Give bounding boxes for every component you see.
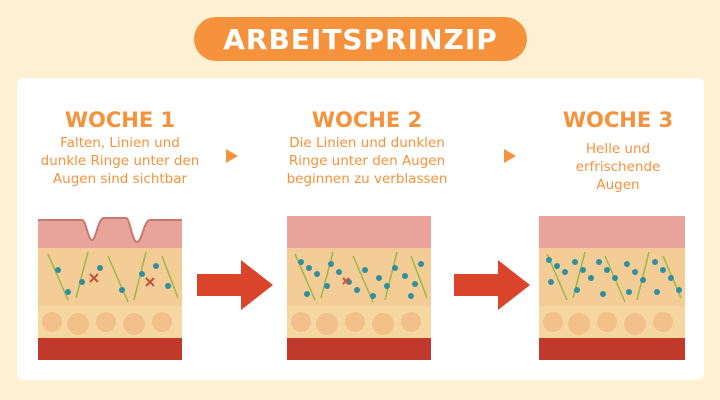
triangle-right-icon — [504, 149, 516, 163]
page-title: ARBEITSPRINZIP — [223, 22, 498, 56]
step-1-week: WOCHE 1 — [64, 108, 176, 132]
step-3: WOCHE 3 Helle und erfrischende Augen — [518, 108, 718, 194]
red-arrow-icon — [454, 260, 530, 310]
steps-card: WOCHE 1 Falten, Linien und dunkle Ringe … — [17, 78, 704, 380]
step-2-description: Die Linien und dunklen Ringe unter den A… — [286, 135, 448, 187]
red-arrow-icon — [197, 260, 273, 310]
step-2-week: WOCHE 2 — [311, 108, 423, 132]
step-1: WOCHE 1 Falten, Linien und dunkle Ringe … — [20, 108, 220, 188]
triangle-right-icon — [226, 149, 238, 163]
step-1-description: Falten, Linien und dunkle Ringe unter de… — [40, 135, 200, 187]
step-2: WOCHE 2 Die Linien und dunklen Ringe unt… — [267, 108, 467, 188]
skin-illustration-week-1 — [38, 217, 182, 360]
title-banner: ARBEITSPRINZIP — [194, 17, 527, 61]
skin-illustration-week-3 — [539, 216, 685, 360]
skin-illustration-week-2 — [287, 216, 431, 360]
step-3-week: WOCHE 3 — [562, 108, 674, 132]
step-3-description: Helle und erfrischende Augen — [575, 141, 661, 193]
